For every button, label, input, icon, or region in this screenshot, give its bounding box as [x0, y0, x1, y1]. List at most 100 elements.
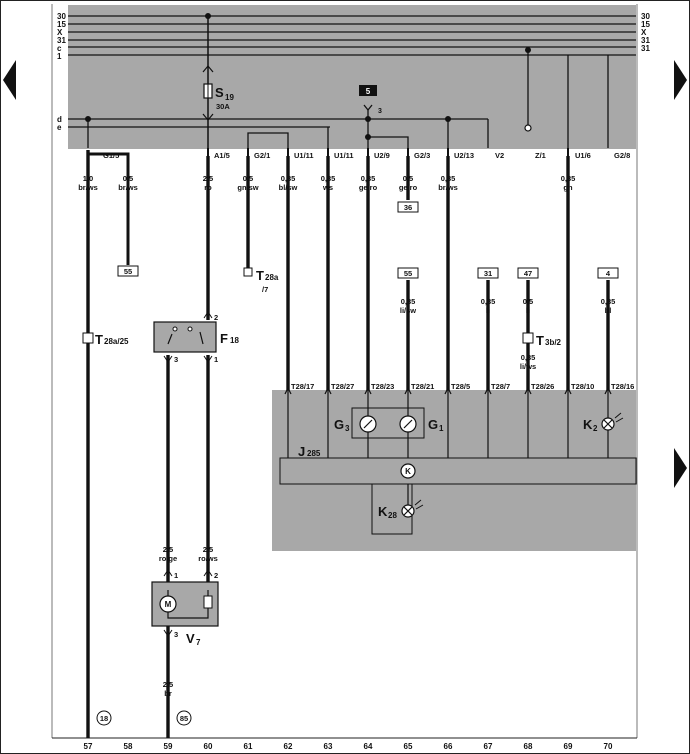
- relay-panel: [68, 5, 636, 149]
- lamp-k2: K 2: [583, 412, 624, 433]
- bus-label: 31: [57, 36, 66, 45]
- wire-size: 0,35: [401, 297, 416, 306]
- k-symbol-label: K: [405, 467, 411, 476]
- fuse-s19: S 19 30A: [202, 13, 234, 148]
- module-pin: T28/21: [411, 382, 434, 391]
- connector-label: U2/13: [454, 151, 474, 160]
- connector-pin: /7: [262, 285, 268, 294]
- ref-box: 31: [484, 269, 492, 278]
- module-pin: T28/10: [571, 382, 594, 391]
- relay-name: F: [220, 331, 228, 346]
- gauge-g1: G 1: [399, 415, 444, 433]
- grid-number: 68: [524, 742, 533, 751]
- connector-labels: G1/5 A1/5 G2/1 U1/11 U1/11 U2/9 G2/3 U2/…: [103, 151, 630, 160]
- wire-color: ge/ro: [359, 183, 378, 192]
- grid-number: 70: [604, 742, 613, 751]
- wire-color: ws: [322, 183, 333, 192]
- motor-pin: 1: [174, 571, 178, 580]
- wire-size: 0,35: [601, 297, 616, 306]
- grid-number: 60: [204, 742, 213, 751]
- wire-color: br/ws: [78, 183, 98, 192]
- wire-color: ge/ro: [399, 183, 418, 192]
- connector-t28a25: T 28a/25: [82, 332, 129, 347]
- motor-v7: 2,5 ro/ge 2,5 ro/ws 1 2 3 M V 7 2,5 br: [151, 545, 219, 698]
- motor-pin: 3: [174, 630, 178, 639]
- connector-label: U1/11: [334, 151, 354, 160]
- prev-page-arrow-icon[interactable]: [3, 60, 16, 100]
- relay-f18: 2 3 1 F 18: [153, 311, 239, 364]
- motor-name: V: [186, 631, 195, 646]
- module-pins: T28/17 T28/27 T28/23 T28/21 T28/5 T28/7 …: [291, 382, 634, 391]
- next-page-arrow-icon[interactable]: [674, 60, 687, 100]
- circle-ref: 18: [100, 714, 108, 723]
- wire-color: li/sw: [400, 306, 416, 315]
- wire-color: br/ws: [118, 183, 138, 192]
- bus-label: c: [57, 44, 62, 53]
- connector-label: V2: [495, 151, 504, 160]
- lamp-number: 28: [388, 511, 397, 520]
- gauge-number: 1: [439, 424, 444, 433]
- relay-pin: 1: [214, 355, 218, 364]
- bus-label: 31: [641, 36, 650, 45]
- wire-color: br: [164, 689, 172, 698]
- bus-labels-left: 30 15 X 31 c 1 d e: [57, 12, 66, 132]
- connector-name: T: [95, 332, 103, 347]
- junction-dot: [85, 116, 91, 122]
- next-page-arrow-icon[interactable]: [674, 448, 687, 488]
- fuse-number: 19: [225, 93, 234, 102]
- grid-number: 62: [284, 742, 293, 751]
- wire-color: gn: [563, 183, 573, 192]
- wire-size: 0,5: [243, 174, 253, 183]
- grid-number: 63: [324, 742, 333, 751]
- pin-ticks: [207, 148, 569, 156]
- module-pin: T28/23: [371, 382, 394, 391]
- instrument-module: [272, 390, 637, 551]
- module-pin: T28/27: [331, 382, 354, 391]
- connector-t28a: T 28a /7: [243, 267, 279, 294]
- connector-label: A1/5: [214, 151, 230, 160]
- bus-labels-right: 30 15 X 31 31: [641, 12, 650, 53]
- ref-box: 55: [124, 267, 132, 276]
- lamp-name: K: [583, 417, 593, 432]
- junction-dot: [365, 116, 371, 122]
- ref-box: 36: [404, 203, 412, 212]
- relay-pin: 2: [214, 313, 218, 322]
- bus-label: 15: [641, 20, 650, 29]
- grid-number: 61: [244, 742, 253, 751]
- module-pin: T28/26: [531, 382, 554, 391]
- k-symbol: K: [400, 463, 416, 479]
- connector-name: T: [256, 268, 264, 283]
- module-pin: T28/7: [491, 382, 510, 391]
- lamp-k28: K 28: [378, 484, 424, 520]
- badge-label: 5: [366, 87, 371, 96]
- wire-size: 0,35: [361, 174, 376, 183]
- gauge-number: 3: [345, 424, 350, 433]
- bus-label: X: [641, 28, 647, 37]
- connector-sub: 28a: [265, 273, 279, 282]
- wire-color: ro/ws: [198, 554, 218, 563]
- wire-color: li: [486, 306, 490, 315]
- wire-labels: 1,0 br/ws 0,5 br/ws 2,5 ro 0,5 gn/sw 0,3…: [78, 174, 575, 192]
- relay-pin: 3: [174, 355, 178, 364]
- relay-number: 18: [230, 336, 239, 345]
- gauge-name: G: [334, 417, 344, 432]
- wire-size: 0,5: [523, 297, 533, 306]
- junction-dot: [525, 47, 531, 53]
- ref-box: 47: [524, 269, 532, 278]
- bus-label: 30: [641, 12, 650, 21]
- connector-label: U2/9: [374, 151, 390, 160]
- grid-number: 64: [364, 742, 373, 751]
- wire-size: 2,5: [163, 680, 173, 689]
- bus-label: 1: [57, 52, 62, 61]
- wire-size: 0,35: [281, 174, 296, 183]
- bus-label: 15: [57, 20, 66, 29]
- grid-number: 57: [84, 742, 93, 751]
- fuse-name: S: [215, 85, 224, 100]
- grid-numbers: 57 58 59 60 61 62 63 64 65 66 67 68 69 7…: [84, 742, 613, 751]
- ref-boxes: 55 36 55 31 47 4: [117, 201, 619, 279]
- ref-box: 4: [606, 269, 611, 278]
- connector-label: G2/3: [414, 151, 430, 160]
- lamp-number: 2: [593, 424, 598, 433]
- wire-size: 2,5: [203, 545, 213, 554]
